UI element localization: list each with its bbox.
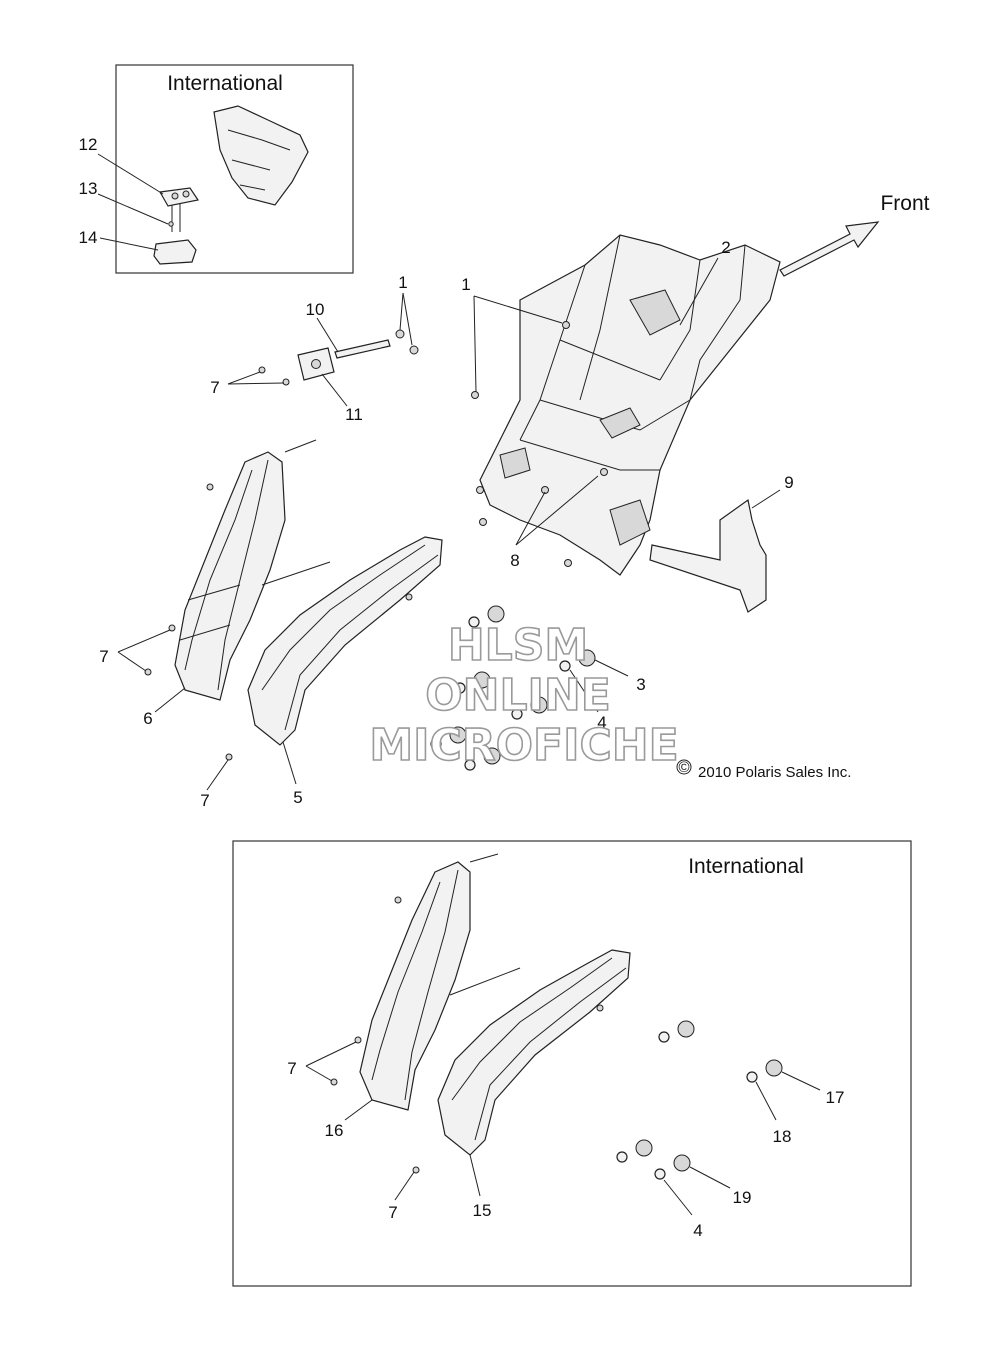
headlight-part-5: 7 5: [200, 536, 443, 810]
callout-7-center: 7: [200, 791, 209, 810]
callout-18: 18: [773, 1127, 792, 1146]
callout-13: 13: [79, 179, 98, 198]
bracket-part: [213, 105, 309, 206]
callout-14: 14: [79, 228, 98, 247]
callout-7-bolt: 7: [210, 378, 219, 397]
callout-1-bolt: 1: [398, 273, 407, 292]
callout-4-top: 4: [597, 713, 606, 732]
callout-7-bottom-left: 7: [287, 1059, 296, 1078]
headlight-part-15: [437, 949, 631, 1156]
callout-11: 11: [345, 405, 363, 424]
callout-2: 2: [721, 238, 730, 257]
bolt-assembly: 1 10 11 7: [210, 273, 419, 424]
callout-1-frame: 1: [461, 275, 470, 294]
plate-part-9: [649, 498, 767, 613]
copyright-text: 2010 Polaris Sales Inc.: [698, 764, 851, 781]
callout-7-bottom-center: 7: [388, 1203, 397, 1222]
callout-16: 16: [325, 1121, 344, 1140]
headlight-part-16: [359, 861, 471, 1111]
watermark-line2: ONLINE: [425, 670, 611, 721]
callout-17: 17: [826, 1088, 845, 1107]
inset-bottom-title: International: [688, 855, 804, 878]
inset-top-title: International: [167, 72, 283, 95]
callout-8: 8: [510, 551, 519, 570]
callout-7-left: 7: [99, 647, 108, 666]
frame-part-2: [479, 234, 781, 576]
callout-4-bottom: 4: [693, 1221, 702, 1240]
lens-part-14: [153, 239, 197, 265]
callout-15: 15: [473, 1201, 492, 1220]
headlight-part-6: 7 6: [99, 439, 331, 728]
copyright-symbol: ©: [678, 759, 689, 776]
callout-9: 9: [784, 473, 793, 492]
callout-12: 12: [79, 135, 98, 154]
callout-5: 5: [293, 788, 302, 807]
front-arrow-icon: [779, 221, 880, 277]
main-frame: [471, 234, 781, 576]
front-arrow: Front: [779, 192, 930, 277]
international-inset-bottom: International 7 16 7 15 17 18 19: [232, 840, 912, 1287]
watermark-line3: MICROFICHE: [369, 720, 678, 771]
callout-19: 19: [733, 1188, 752, 1207]
copyright: © 2010 Polaris Sales Inc.: [676, 759, 851, 781]
plate-part-12: [159, 187, 199, 207]
bulb-sockets-top: 3 4: [430, 605, 646, 771]
bolt-part-10: [334, 339, 391, 359]
front-label: Front: [880, 192, 929, 215]
callout-10: 10: [306, 300, 325, 319]
watermark: HLSM ONLINE MICROFICHE: [369, 619, 680, 772]
callout-6: 6: [143, 709, 152, 728]
watermark-line1: HLSM: [448, 620, 588, 671]
international-inset-top: International 12 13 14: [79, 64, 354, 274]
callout-3: 3: [636, 675, 645, 694]
